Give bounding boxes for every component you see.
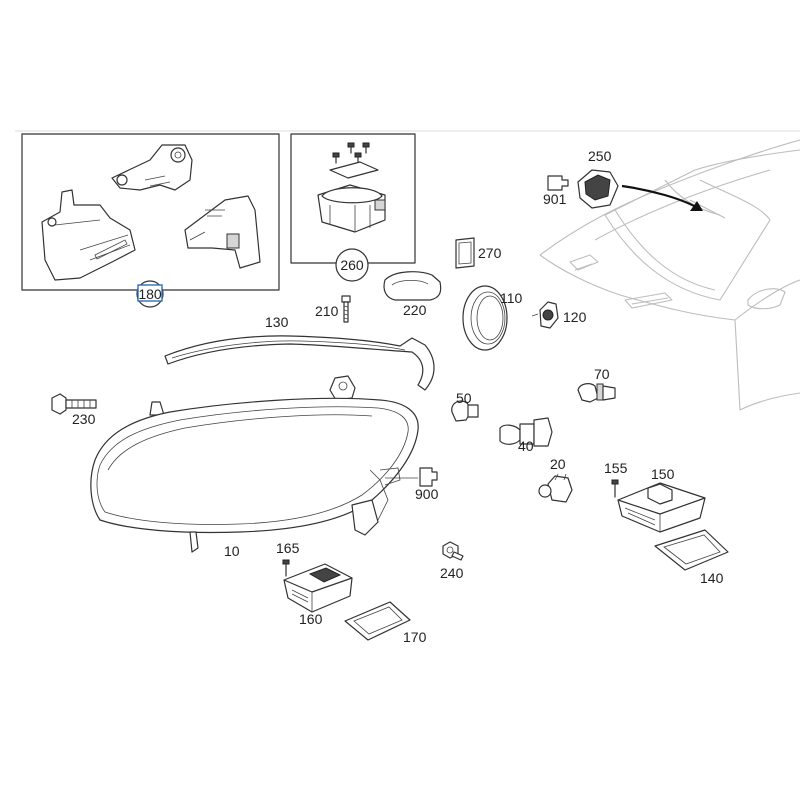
part-240[interactable]: 240 <box>440 541 464 581</box>
label-170: 170 <box>403 629 427 645</box>
label-130: 130 <box>265 314 289 330</box>
part-group-180[interactable] <box>21 133 280 291</box>
label-220: 220 <box>403 302 427 318</box>
part-901[interactable]: 901 <box>543 175 569 207</box>
label-150: 150 <box>651 466 675 482</box>
part-160[interactable]: 160 <box>283 563 353 627</box>
label-210: 210 <box>315 303 339 319</box>
part-165[interactable]: 165 <box>276 540 300 577</box>
part-210[interactable]: 210 <box>315 295 351 323</box>
label-165: 165 <box>276 540 300 556</box>
part-130[interactable]: 130 <box>164 314 435 391</box>
label-10: 10 <box>224 543 240 559</box>
part-110[interactable]: 110 <box>462 285 523 351</box>
label-20: 20 <box>550 456 566 472</box>
part-120[interactable]: 120 <box>531 301 587 329</box>
part-250[interactable]: 250 <box>577 148 619 209</box>
label-901: 901 <box>543 191 567 207</box>
label-270: 270 <box>478 245 502 261</box>
part-20[interactable]: 20 <box>538 456 573 503</box>
label-140: 140 <box>700 570 724 586</box>
label-110: 110 <box>500 290 523 306</box>
label-230: 230 <box>72 411 96 427</box>
label-260: 260 <box>340 257 364 273</box>
location-arrow <box>621 184 703 211</box>
callout-260[interactable]: 260 <box>335 248 369 282</box>
part-170[interactable]: 170 <box>344 601 427 645</box>
part-270[interactable]: 270 <box>455 237 502 269</box>
car-outline <box>539 139 800 411</box>
part-10[interactable]: 10 <box>90 375 419 559</box>
callout-180[interactable]: 180 <box>136 280 164 308</box>
label-900: 900 <box>415 486 439 502</box>
label-120: 120 <box>563 309 587 325</box>
label-250: 250 <box>588 148 612 164</box>
part-900[interactable]: 900 <box>415 467 439 502</box>
part-140[interactable]: 140 <box>654 529 729 586</box>
part-220[interactable]: 220 <box>383 271 442 318</box>
label-40: 40 <box>518 438 534 454</box>
label-240: 240 <box>440 565 464 581</box>
part-40[interactable]: 40 <box>499 417 553 454</box>
part-155[interactable]: 155 <box>604 460 628 498</box>
part-150[interactable]: 150 <box>617 466 706 533</box>
label-155: 155 <box>604 460 628 476</box>
part-group-260[interactable] <box>290 133 416 264</box>
part-230[interactable]: 230 <box>51 393 97 427</box>
label-160: 160 <box>299 611 323 627</box>
part-50[interactable]: 50 <box>451 390 479 422</box>
label-70: 70 <box>594 366 610 382</box>
label-50: 50 <box>456 390 472 406</box>
part-70[interactable]: 70 <box>577 366 616 403</box>
label-180: 180 <box>138 286 162 302</box>
